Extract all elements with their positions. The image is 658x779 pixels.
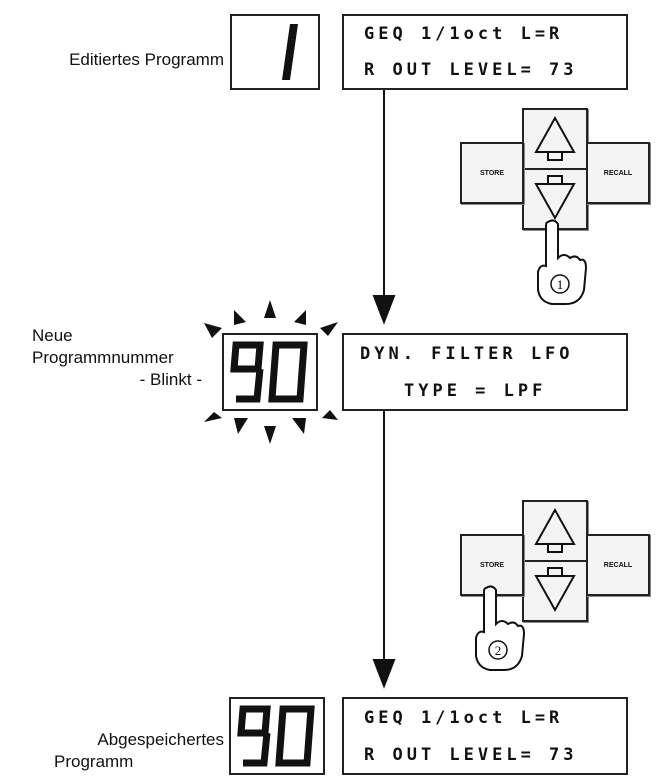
arrow-down-icon: [374, 660, 394, 686]
blink-rays-icon: [204, 300, 338, 444]
pointing-hand-icon: 1: [530, 218, 590, 308]
down-key[interactable]: [522, 560, 588, 622]
step-marker: 1: [557, 277, 564, 292]
up-key[interactable]: [522, 500, 588, 562]
recall-button[interactable]: RECALL: [586, 534, 650, 596]
step-marker: 2: [495, 643, 502, 658]
triangle-down-icon: [524, 562, 586, 620]
recall-button[interactable]: RECALL: [586, 142, 650, 204]
up-key[interactable]: [522, 108, 588, 170]
triangle-up-icon: [524, 110, 586, 168]
arrow-down-icon: [374, 296, 394, 322]
keypad-press-store: STORE RECALL 2: [460, 492, 650, 697]
keypad-press-down: STORE RECALL 1: [460, 100, 650, 305]
pointing-hand-icon: 2: [468, 584, 528, 674]
triangle-up-icon: [524, 502, 586, 560]
store-button[interactable]: STORE: [460, 142, 524, 204]
